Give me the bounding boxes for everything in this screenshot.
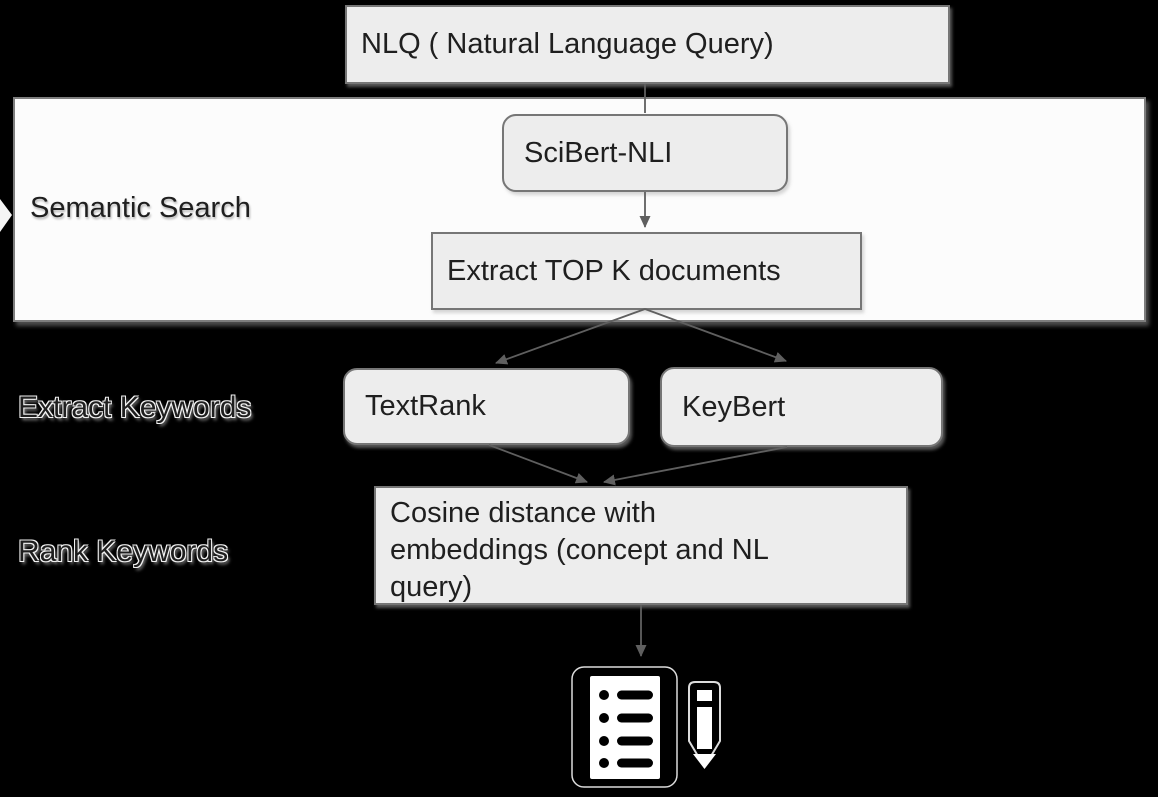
semantic-search-label: Semantic Search (30, 192, 251, 224)
scibert-node: SciBert-NLI (502, 114, 788, 192)
connector-textrank-cosine (488, 444, 588, 484)
connector-keybert-cosine (603, 446, 788, 486)
rank-keywords-label: Rank Keywords (18, 535, 229, 568)
extract-top-k-label: Extract TOP K documents (447, 254, 781, 287)
nlq-node: NLQ ( Natural Language Query) (345, 5, 950, 84)
nlq-label: NLQ ( Natural Language Query) (361, 28, 774, 61)
textrank-node: TextRank (343, 368, 630, 445)
cosine-line-1: Cosine distance with (390, 497, 656, 529)
cosine-line-3: query) (390, 571, 473, 603)
extract-top-k-node: Extract TOP K documents (431, 232, 862, 310)
extract-keywords-label: Extract Keywords (18, 391, 252, 424)
scibert-label: SciBert-NLI (524, 136, 673, 169)
keybert-label: KeyBert (682, 390, 786, 423)
results-list-document-icon (571, 666, 678, 788)
left-edge-arrow-icon (0, 199, 12, 232)
pencil-icon (688, 681, 721, 769)
cosine-line-2: embeddings (concept and NL (390, 534, 769, 566)
cosine-node: Cosine distance with embeddings (concept… (374, 486, 908, 605)
keybert-node: KeyBert (660, 367, 943, 447)
results-icons (571, 666, 721, 788)
textrank-label: TextRank (365, 390, 486, 423)
